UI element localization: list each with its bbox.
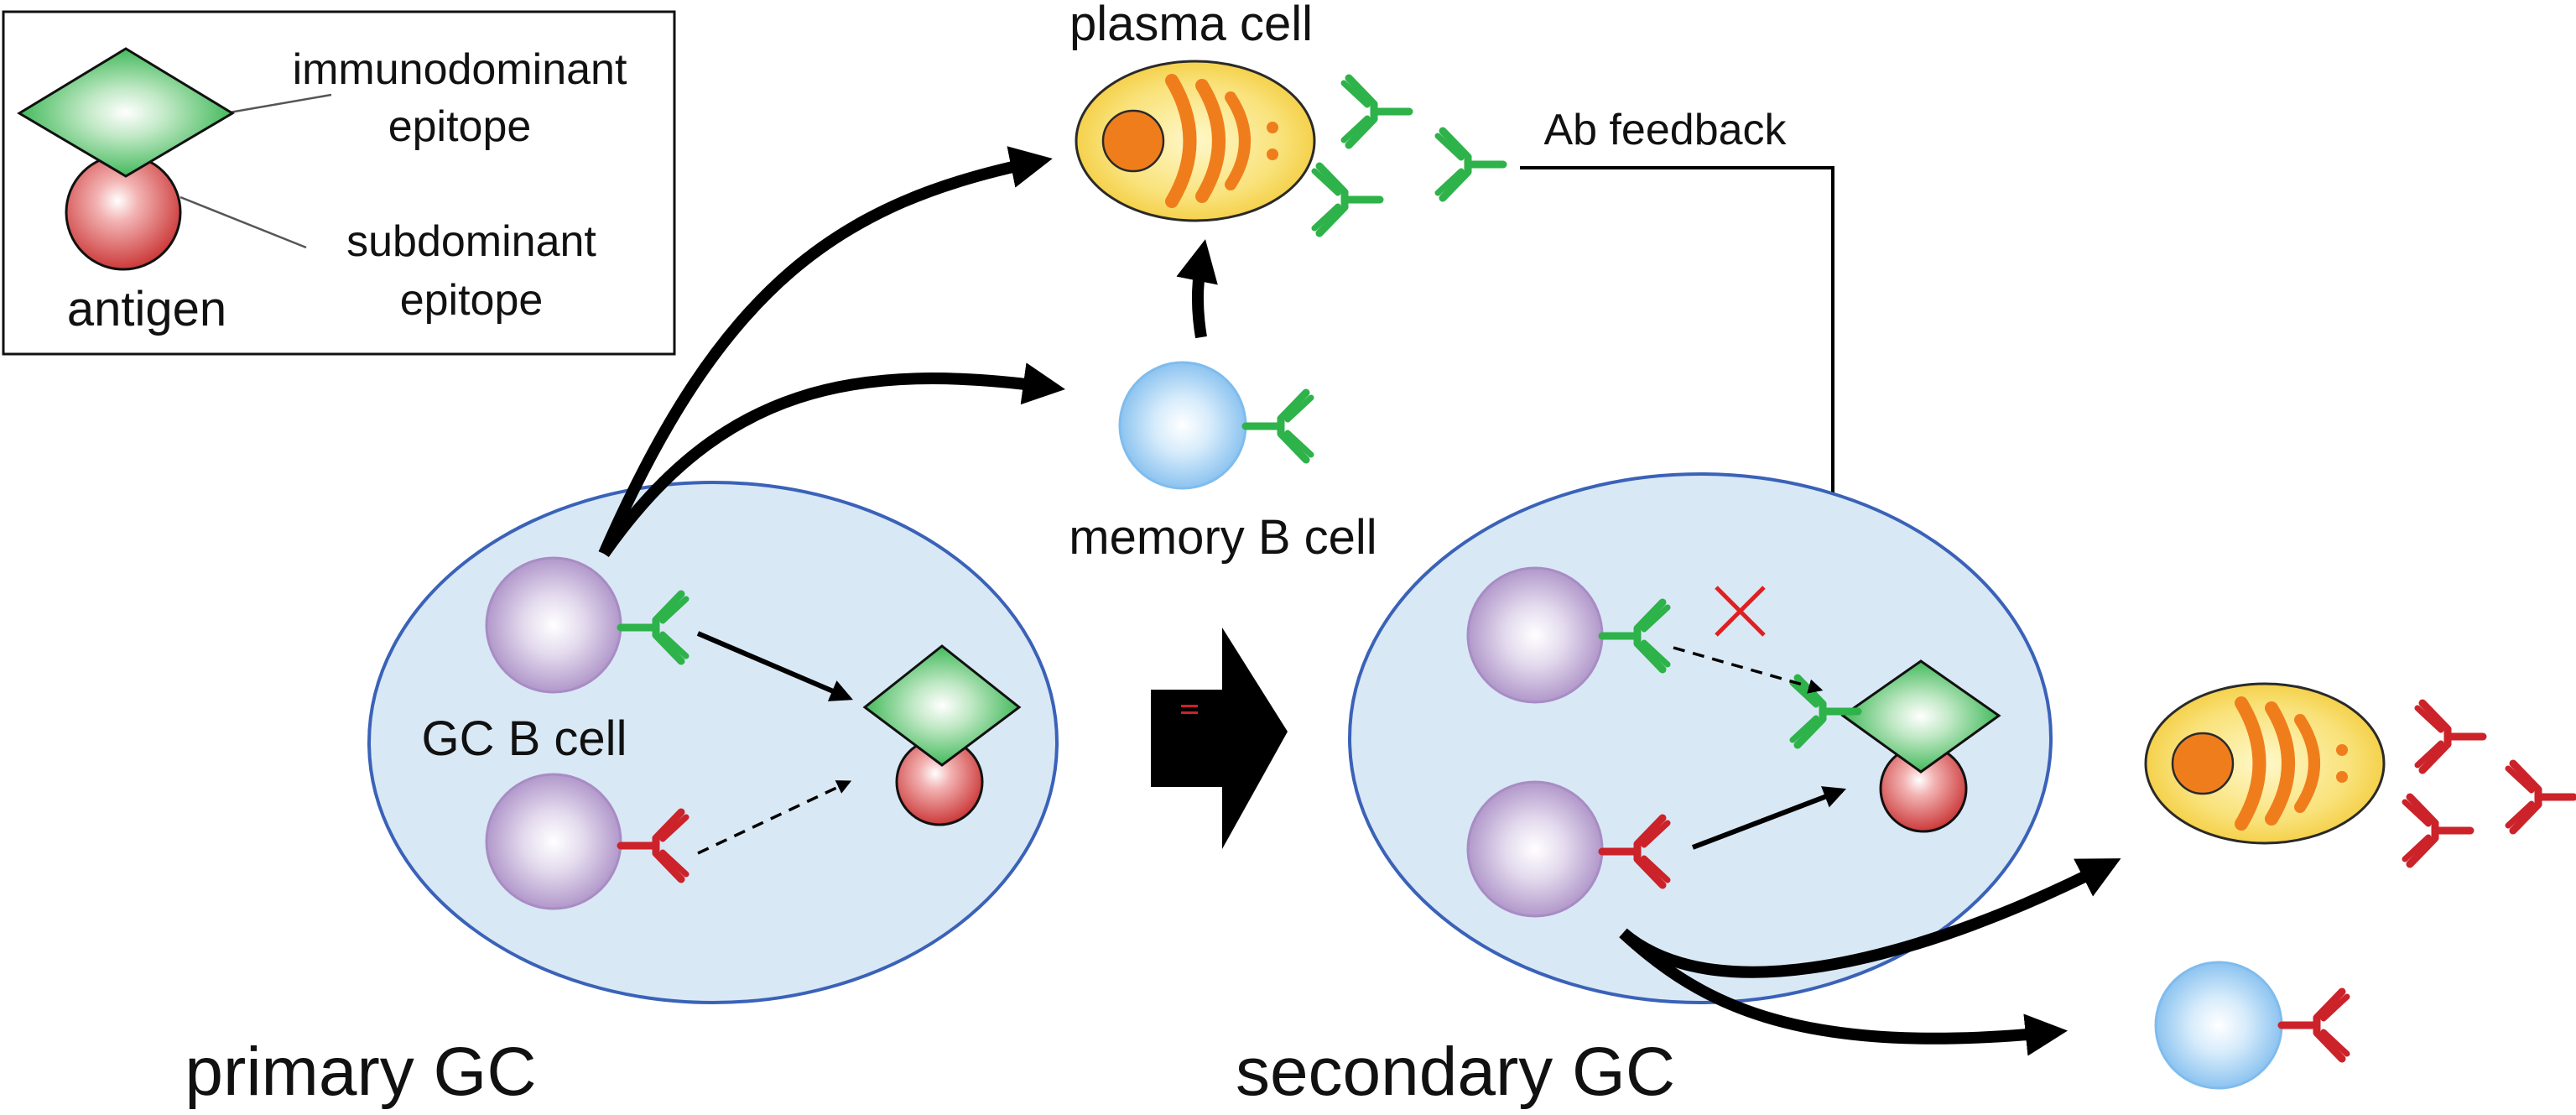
legend-antigen-label: antigen — [67, 282, 226, 336]
antibody-green-icon — [1246, 393, 1311, 460]
arrow-to-plasma-cell-secondary — [1619, 858, 2121, 978]
antigen-immunodominant-epitope — [1840, 659, 2001, 774]
x-mark-icon — [1715, 586, 1766, 637]
legend-subdominant-label-line2: epitope — [400, 276, 544, 325]
gc-b-cell-immunodominant — [1466, 566, 1604, 704]
secreted-antibody-green-icon — [1438, 131, 1503, 198]
memory-b-cell-top: memory B cell — [1069, 361, 1377, 565]
binding-arrow-strong — [696, 631, 853, 701]
arrow-to-memory-b-cell-secondary — [1619, 928, 2069, 1056]
memory-b-cell-icon — [1118, 361, 1247, 490]
memory-b-cell-label: memory B cell — [1069, 510, 1376, 565]
legend-immunodominant-epitope-icon — [17, 47, 235, 178]
antibody-red-icon — [2282, 992, 2347, 1059]
plasma-cell-icon — [1076, 61, 1314, 221]
legend-immunodominant-label-line2: epitope — [388, 102, 532, 151]
gc-b-cell-label: GC B cell — [422, 711, 627, 766]
gc-b-cell-subdominant — [1466, 780, 1604, 918]
secreted-antibody-green-icon — [1314, 166, 1380, 233]
memory-b-cell-icon — [2154, 961, 2283, 1090]
binding-arrow-subdominant — [1691, 786, 1847, 850]
gc-b-cell-immunodominant — [485, 556, 622, 694]
legend-subdominant-label-line1: subdominant — [346, 217, 596, 266]
plasma-cell-top: plasma cell — [1069, 0, 1503, 233]
secreted-antibody-red-icon — [2417, 703, 2483, 770]
plasma-cell-icon — [2146, 684, 2384, 843]
legend-leader-subdominant — [180, 195, 307, 249]
secreted-antibody-green-icon — [1344, 78, 1409, 145]
process-arrow-icon — [1151, 628, 1288, 849]
arrow-to-memory-b-cell — [599, 362, 1065, 558]
plasma-cell-label: plasma cell — [1069, 0, 1313, 51]
binding-arrow-weak — [697, 780, 852, 855]
arrow-memory-to-plasma — [1176, 239, 1218, 339]
blocked-binding-arrow — [1673, 646, 1824, 694]
primary-gc-label: primary GC — [185, 1034, 536, 1110]
primary-gc: GC B cell — [367, 481, 1059, 1004]
secreted-antibody-red-icon — [2508, 763, 2573, 831]
legend-leader-immunodominant — [224, 93, 332, 115]
plasma-cell-right — [2146, 684, 2573, 864]
ab-feedback-label: Ab feedback — [1543, 106, 1787, 154]
gc-b-cell-subdominant — [485, 773, 622, 910]
secondary-gc-label: secondary GC — [1236, 1034, 1675, 1110]
secondary-gc — [1348, 472, 2053, 1004]
secreted-antibody-red-icon — [2405, 797, 2470, 864]
legend: immunodominant epitope subdominant epito… — [2, 10, 676, 356]
antigen-immunodominant-epitope — [862, 644, 1022, 767]
arrow-to-plasma-cell — [598, 146, 1053, 556]
memory-b-cell-right — [2154, 961, 2347, 1090]
legend-immunodominant-label-line1: immunodominant — [293, 45, 627, 94]
